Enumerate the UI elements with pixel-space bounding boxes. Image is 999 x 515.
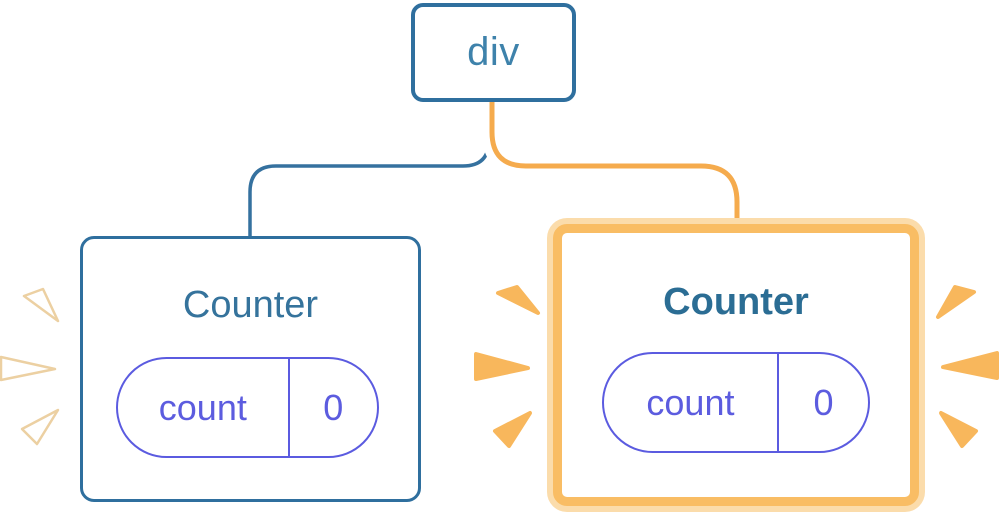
spark-group-left-counter — [0, 287, 60, 446]
counter-title: Counter — [182, 284, 319, 326]
state-value: 0 — [776, 354, 868, 451]
counter-node-left: Counter count 0 — [80, 236, 421, 502]
spark-icon — [22, 287, 60, 323]
edge-to-right-counter-casing — [481, 101, 748, 222]
state-key: count — [158, 386, 247, 428]
spark-group-right-counter-left — [474, 285, 540, 448]
root-node-label: div — [467, 30, 520, 74]
spark-icon — [941, 351, 999, 380]
counter-title: Counter — [663, 281, 809, 323]
spark-icon — [496, 285, 540, 315]
counter-node-right-highlighted: Counter count 0 — [553, 224, 919, 506]
edge-to-right-counter — [489, 101, 740, 222]
state-pill: count 0 — [602, 352, 870, 453]
spark-icon — [0, 355, 57, 382]
spark-icon — [936, 285, 976, 319]
edge-to-left-counter — [248, 101, 491, 238]
state-value: 0 — [287, 359, 377, 456]
state-pill: count 0 — [116, 357, 379, 458]
spark-icon — [474, 352, 530, 381]
root-node-div: div — [411, 3, 576, 102]
state-key: count — [646, 381, 735, 423]
spark-icon — [493, 411, 532, 448]
spark-icon — [939, 411, 978, 448]
spark-group-right-counter-right — [936, 285, 999, 448]
spark-icon — [20, 408, 60, 446]
